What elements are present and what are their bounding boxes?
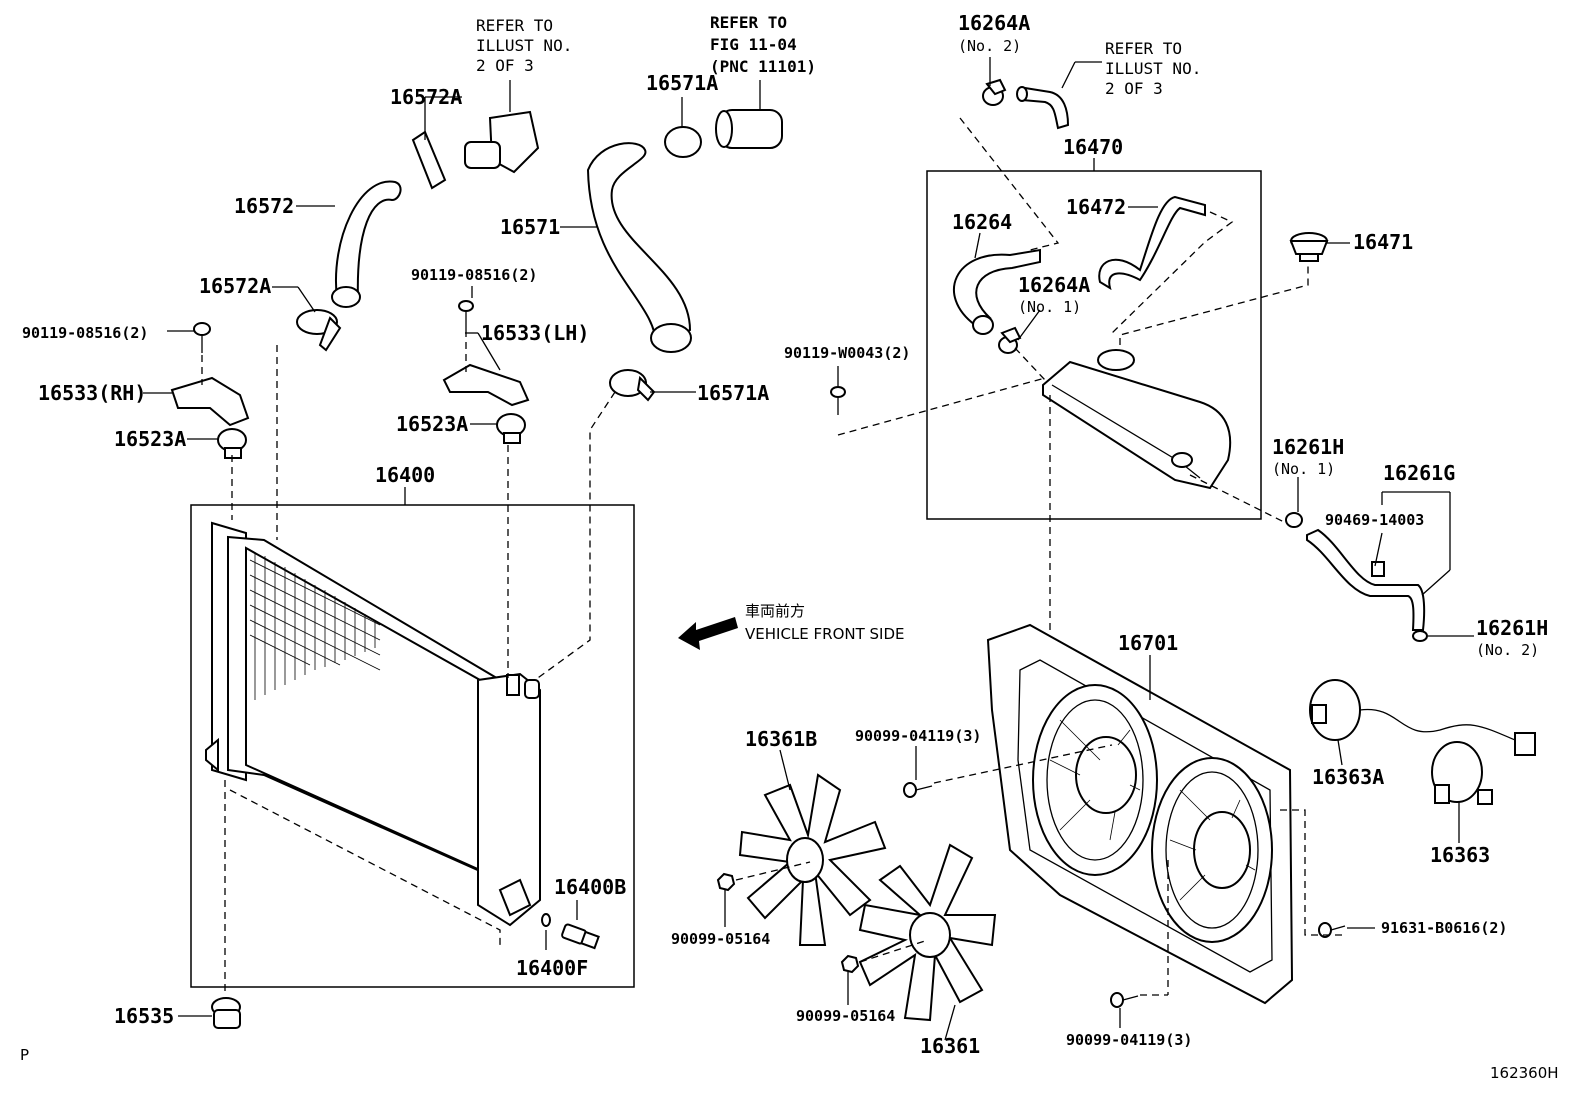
diagram-id: 162360H	[1490, 1064, 1559, 1082]
label-16261H-low-sub: (No. 2)	[1476, 641, 1539, 659]
reserve-tank-hose[interactable]	[953, 248, 1041, 335]
fan-motor[interactable]	[1431, 741, 1493, 805]
label-16363A: 16363A	[1312, 765, 1384, 789]
label-16572: 16572	[234, 194, 294, 218]
refer-fig-line3: (PNC 11101)	[710, 57, 816, 76]
radiator-support-cushion-mid[interactable]	[496, 413, 526, 444]
label-90099-05164-left: 90099-05164	[671, 930, 770, 948]
radiator-reserve-tank[interactable]	[1042, 349, 1232, 490]
label-16571: 16571	[500, 215, 560, 239]
drain-cock-o-ring[interactable]	[541, 913, 551, 927]
label-16261H-low: 16261H	[1476, 616, 1548, 640]
hose-clamp-lower-right[interactable]	[609, 369, 656, 402]
upper-radiator-hose[interactable]	[331, 180, 402, 308]
label-16400B: 16400B	[554, 875, 626, 899]
fan-nut-left[interactable]	[716, 872, 736, 892]
direction-label-en: VEHICLE FRONT SIDE	[745, 625, 905, 643]
label-16472: 16472	[1066, 195, 1126, 219]
label-16470: 16470	[1063, 135, 1123, 159]
fan-motor-a[interactable]	[1309, 679, 1536, 756]
radiator-group-box	[190, 504, 635, 988]
water-inlet-pipe[interactable]	[715, 80, 783, 149]
label-16264A-mid-sub: (No. 1)	[1018, 298, 1081, 316]
label-90119-08516-left: 90119-08516(2)	[22, 324, 148, 342]
cooling-fan-b[interactable]	[738, 773, 887, 946]
label-16264A-top: 16264A	[958, 11, 1030, 35]
label-16264: 16264	[952, 210, 1012, 234]
refer-fig-line1: REFER TO	[710, 13, 787, 32]
label-16572A-top: 16572A	[390, 85, 462, 109]
vehicle-front-arrow-icon	[678, 617, 738, 650]
refer-bypass-line3: 2 OF 3	[1105, 79, 1163, 98]
label-16400F: 16400F	[516, 956, 588, 980]
label-90099-04119-top: 90099-04119(3)	[855, 727, 981, 745]
shroud-bolt-low[interactable]	[1110, 992, 1139, 1008]
label-16361: 16361	[920, 1034, 980, 1058]
label-16264A-mid: 16264A	[1018, 273, 1090, 297]
radiator-bracket-lh[interactable]	[442, 300, 530, 407]
label-90469-14003: 90469-14003	[1325, 511, 1424, 529]
label-16400: 16400	[375, 463, 435, 487]
hose-clamp-fig-top[interactable]	[664, 126, 702, 158]
corner-mark: P	[20, 1046, 29, 1064]
lower-radiator-hose[interactable]	[586, 142, 692, 353]
bypass-pipe[interactable]	[1016, 86, 1070, 130]
thermostat-housing[interactable]	[464, 80, 540, 174]
hose-clamp-14003[interactable]	[1371, 561, 1385, 577]
reserve-tank-hose-g[interactable]	[1306, 528, 1426, 631]
hose-clamp-h-no2[interactable]	[1412, 630, 1428, 642]
refer-fig-line2: FIG 11-04	[710, 35, 797, 54]
label-16523A-mid: 16523A	[396, 412, 468, 436]
shroud-bolt-right[interactable]	[1318, 922, 1346, 938]
reserve-tank-overflow-hose[interactable]	[1098, 195, 1206, 291]
hose-clamp-h-no1[interactable]	[1285, 512, 1303, 528]
label-16363: 16363	[1430, 843, 1490, 867]
label-90119-W0043: 90119-W0043(2)	[784, 344, 910, 362]
label-16533LH: 16533(LH)	[481, 321, 589, 345]
refer-bypass-line1: REFER TO	[1105, 39, 1182, 58]
radiator-cap[interactable]	[1289, 232, 1329, 262]
reserve-tank-bolt[interactable]	[830, 386, 846, 415]
radiator[interactable]	[205, 521, 541, 927]
label-group: REFER TO ILLUST NO. 2 OF 3 REFER TO FIG …	[20, 11, 1559, 1082]
shroud-bolt-top[interactable]	[903, 782, 933, 798]
hose-clamp-no2-top[interactable]	[982, 78, 1007, 106]
label-90119-08516-mid: 90119-08516(2)	[411, 266, 537, 284]
radiator-bracket-rh[interactable]	[170, 322, 250, 427]
label-16261H-top: 16261H	[1272, 435, 1344, 459]
label-16264A-top-sub: (No. 2)	[958, 37, 1021, 55]
label-16572A-low: 16572A	[199, 274, 271, 298]
fan-shroud[interactable]	[986, 623, 1294, 1005]
hose-clamp-upper[interactable]	[411, 130, 447, 190]
cooling-fan[interactable]	[858, 843, 997, 1022]
label-16533RH: 16533(RH)	[38, 381, 146, 405]
label-16261H-top-sub: (No. 1)	[1272, 460, 1335, 478]
label-90099-05164-mid: 90099-05164	[796, 1007, 895, 1025]
label-16361B: 16361B	[745, 727, 817, 751]
hose-clamp-lower-left[interactable]	[296, 309, 342, 352]
label-91631-B0616: 91631-B0616(2)	[1381, 919, 1507, 937]
radiator-support-cushion-left[interactable]	[217, 428, 247, 459]
drain-cock-plug[interactable]	[561, 923, 600, 950]
label-16261G: 16261G	[1383, 461, 1455, 485]
refer-thermostat-line1: REFER TO	[476, 16, 553, 35]
fan-nut-mid[interactable]	[840, 954, 860, 974]
direction-label-jp: 車両前方	[745, 602, 805, 620]
radiator-lower-cushion[interactable]	[211, 997, 241, 1029]
label-16535: 16535	[114, 1004, 174, 1028]
label-16471: 16471	[1353, 230, 1413, 254]
label-90099-04119-low: 90099-04119(3)	[1066, 1031, 1192, 1049]
refer-thermostat-line2: ILLUST NO.	[476, 36, 572, 55]
label-16523A-left: 16523A	[114, 427, 186, 451]
label-16571A-low: 16571A	[697, 381, 769, 405]
label-16571A-top: 16571A	[646, 71, 718, 95]
label-16701: 16701	[1118, 631, 1178, 655]
refer-bypass-line2: ILLUST NO.	[1105, 59, 1201, 78]
refer-thermostat-line3: 2 OF 3	[476, 56, 534, 75]
